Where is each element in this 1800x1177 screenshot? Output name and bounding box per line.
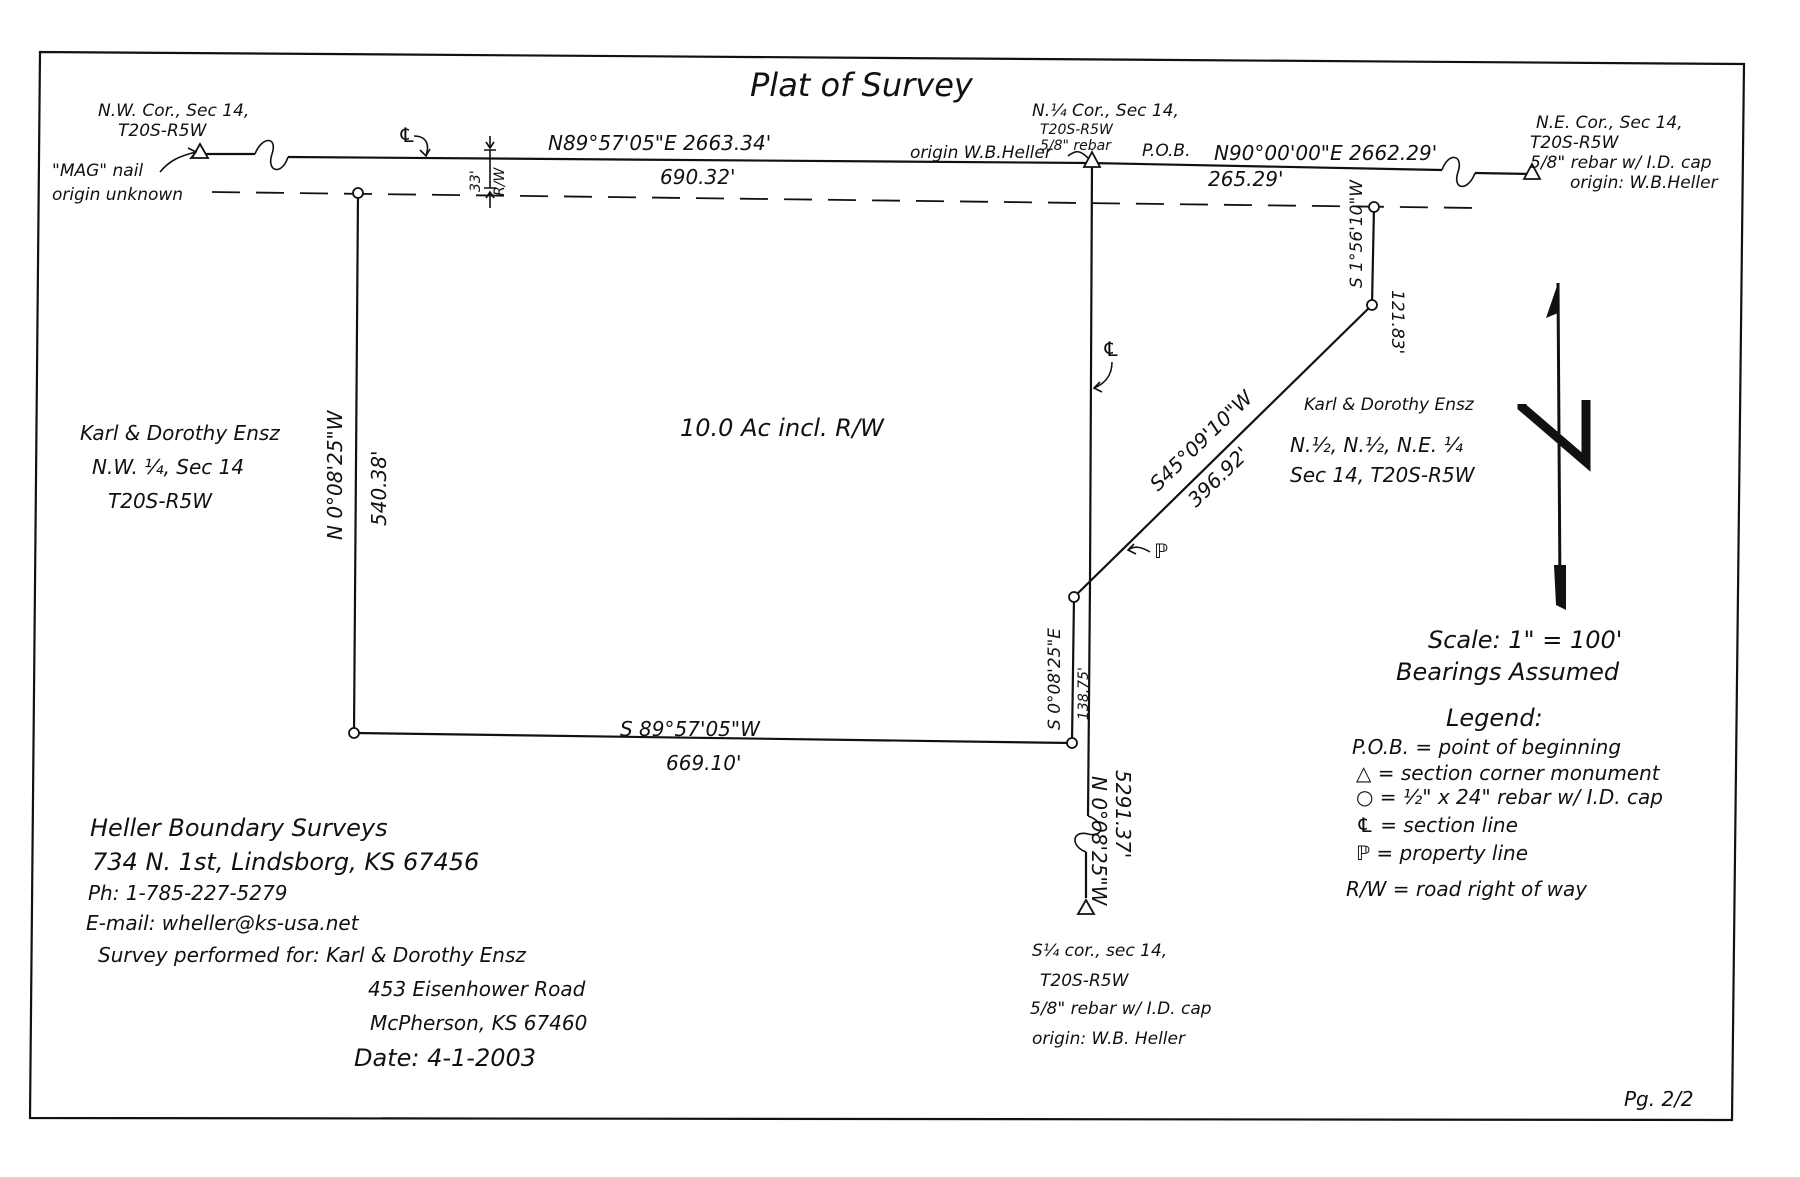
area-label: 10.0 Ac incl. R/W xyxy=(680,414,885,442)
quarter-line-north xyxy=(1088,162,1094,585)
rebar-pin-ne xyxy=(1368,201,1380,213)
rebar-pin-nw xyxy=(352,187,364,199)
break-symbol-east xyxy=(1441,156,1476,188)
northeast-short-boundary xyxy=(1370,206,1376,306)
n-quarter-label-4: origin W.B.Heller xyxy=(910,143,1053,163)
survey-date: Date: 4-1-2003 xyxy=(354,1044,536,1072)
s-quarter-label-2: T20S-R5W xyxy=(1040,971,1130,991)
mag-nail-origin: origin unknown xyxy=(52,185,183,205)
northeast-short-bearing: S 1°56'10"W xyxy=(1347,179,1367,288)
northeast-short-distance: 121.83' xyxy=(1387,290,1407,354)
legend-item-pob: P.O.B. = point of beginning xyxy=(1352,735,1621,759)
north-section-line-west xyxy=(200,152,1091,165)
nw-corner-label-1: N.W. Cor., Sec 14, xyxy=(98,101,249,121)
rebar-pin-se xyxy=(1066,737,1078,749)
nw-corner-monument xyxy=(190,142,210,159)
page-number: Pg. 2/2 xyxy=(1624,1087,1694,1111)
rebar-pin-sw xyxy=(348,727,360,739)
quarter-line-bearing: N 0°08'25"W xyxy=(1087,776,1111,907)
west-distance: 540.38' xyxy=(367,451,391,526)
ne-corner-label-3: 5/8" rebar w/ I.D. cap xyxy=(1530,153,1712,173)
property-line-symbol: ℙ xyxy=(1154,539,1168,563)
north-west-bearing: N89°57'05"E 2663.34' xyxy=(548,131,771,155)
s-quarter-label-1: S¼ cor., sec 14, xyxy=(1032,941,1167,961)
scale-label: Scale: 1" = 100' xyxy=(1428,626,1622,654)
right-of-way-dimension xyxy=(484,136,496,208)
client-city: McPherson, KS 67460 xyxy=(370,1011,587,1035)
north-section-line-east xyxy=(1089,161,1531,176)
ne-corner-label-4: origin: W.B.Heller xyxy=(1570,173,1719,193)
rebar-pin-diagonal-south xyxy=(1068,591,1080,603)
surveyor-name: Heller Boundary Surveys xyxy=(90,814,388,842)
legend-item-section-line: ℄ = section line xyxy=(1356,813,1518,837)
sheet-border xyxy=(28,50,1746,1122)
owner-west-parcel: N.W. ¼, Sec 14 xyxy=(92,455,244,479)
legend-item-rebar: ○ = ½" x 24" rebar w/ I.D. cap xyxy=(1356,785,1663,809)
surveyor-address: 734 N. 1st, Lindsborg, KS 67456 xyxy=(92,848,479,876)
break-symbol-west xyxy=(254,139,289,171)
mag-nail-label: "MAG" nail xyxy=(52,161,143,181)
right-of-way-line xyxy=(211,191,1479,209)
legend-item-right-of-way: R/W = road right of way xyxy=(1346,877,1588,901)
legend-item-property-line: ℙ = property line xyxy=(1356,841,1528,865)
ne-corner-label-2: T20S-R5W xyxy=(1530,133,1620,153)
survey-performed-for: Survey performed for: Karl & Dorothy Ens… xyxy=(98,943,526,967)
mag-nail-leader xyxy=(159,147,198,173)
row-abbrev-label: R/W xyxy=(492,167,508,196)
n-quarter-label-2: T20S-R5W xyxy=(1040,122,1114,138)
pob-label: P.O.B. xyxy=(1142,141,1190,161)
n-quarter-leader xyxy=(1067,150,1089,159)
s-quarter-label-3: 5/8" rebar w/ I.D. cap xyxy=(1030,999,1212,1019)
section-line-symbol-top: ℄ xyxy=(398,123,416,147)
s-quarter-label-4: origin: W.B. Heller xyxy=(1032,1029,1186,1049)
north-east-bearing: N90°00'00"E 2662.29' xyxy=(1214,141,1437,165)
section-line-leader-mid xyxy=(1092,361,1113,393)
n-quarter-label-1: N.¼ Cor., Sec 14, xyxy=(1032,101,1179,121)
legend-heading: Legend: xyxy=(1446,704,1543,732)
west-boundary xyxy=(352,192,360,734)
east-short-distance: 138.75' xyxy=(1076,667,1092,720)
bearings-assumed-label: Bearings Assumed xyxy=(1396,658,1620,686)
north-arrow xyxy=(1517,282,1591,610)
south-bearing: S 89°57'05"W xyxy=(620,717,761,741)
north-west-distance: 690.32' xyxy=(660,165,735,189)
section-line-symbol-mid: ℄ xyxy=(1102,337,1120,361)
south-boundary xyxy=(353,731,1073,745)
owner-west-township: T20S-R5W xyxy=(108,489,213,513)
legend-item-monument: △ = section corner monument xyxy=(1356,761,1661,785)
rebar-pin-diagonal-north xyxy=(1366,299,1378,311)
owner-west-name: Karl & Dorothy Ensz xyxy=(80,421,280,445)
ne-corner-label-1: N.E. Cor., Sec 14, xyxy=(1536,113,1683,133)
surveyor-email: E-mail: wheller@ks-usa.net xyxy=(86,911,360,935)
client-street: 453 Eisenhower Road xyxy=(368,977,586,1001)
property-line-leader xyxy=(1126,543,1151,555)
south-distance: 669.10' xyxy=(666,751,741,775)
ne-corner-monument xyxy=(1522,162,1542,180)
n-quarter-corner-monument xyxy=(1082,150,1102,168)
east-short-boundary xyxy=(1070,596,1076,744)
n-quarter-label-3: 5/8" rebar xyxy=(1040,138,1112,154)
plat-title: Plat of Survey xyxy=(750,66,974,104)
section-line-leader-top xyxy=(413,135,431,158)
west-bearing: N 0°08'25"W xyxy=(323,409,347,540)
break-symbol-south xyxy=(1074,815,1102,853)
quarter-line-south xyxy=(1084,583,1092,898)
owner-east-parcel: N.½, N.½, N.E. ¼ xyxy=(1290,433,1464,457)
nw-corner-label-2: T20S-R5W xyxy=(118,121,208,141)
owner-east-name: Karl & Dorothy Ensz xyxy=(1304,395,1475,415)
east-short-bearing: S 0°08'25"E xyxy=(1045,628,1065,730)
surveyor-phone: Ph: 1-785-227-5279 xyxy=(88,881,287,905)
row-width-label: 33' xyxy=(468,170,484,192)
owner-east-section: Sec 14, T20S-R5W xyxy=(1290,463,1476,487)
north-east-distance: 265.29' xyxy=(1208,167,1283,191)
quarter-line-distance: 5291.37' xyxy=(1111,770,1135,858)
s-quarter-corner-monument xyxy=(1076,898,1096,915)
diagonal-property-line xyxy=(1073,304,1373,598)
